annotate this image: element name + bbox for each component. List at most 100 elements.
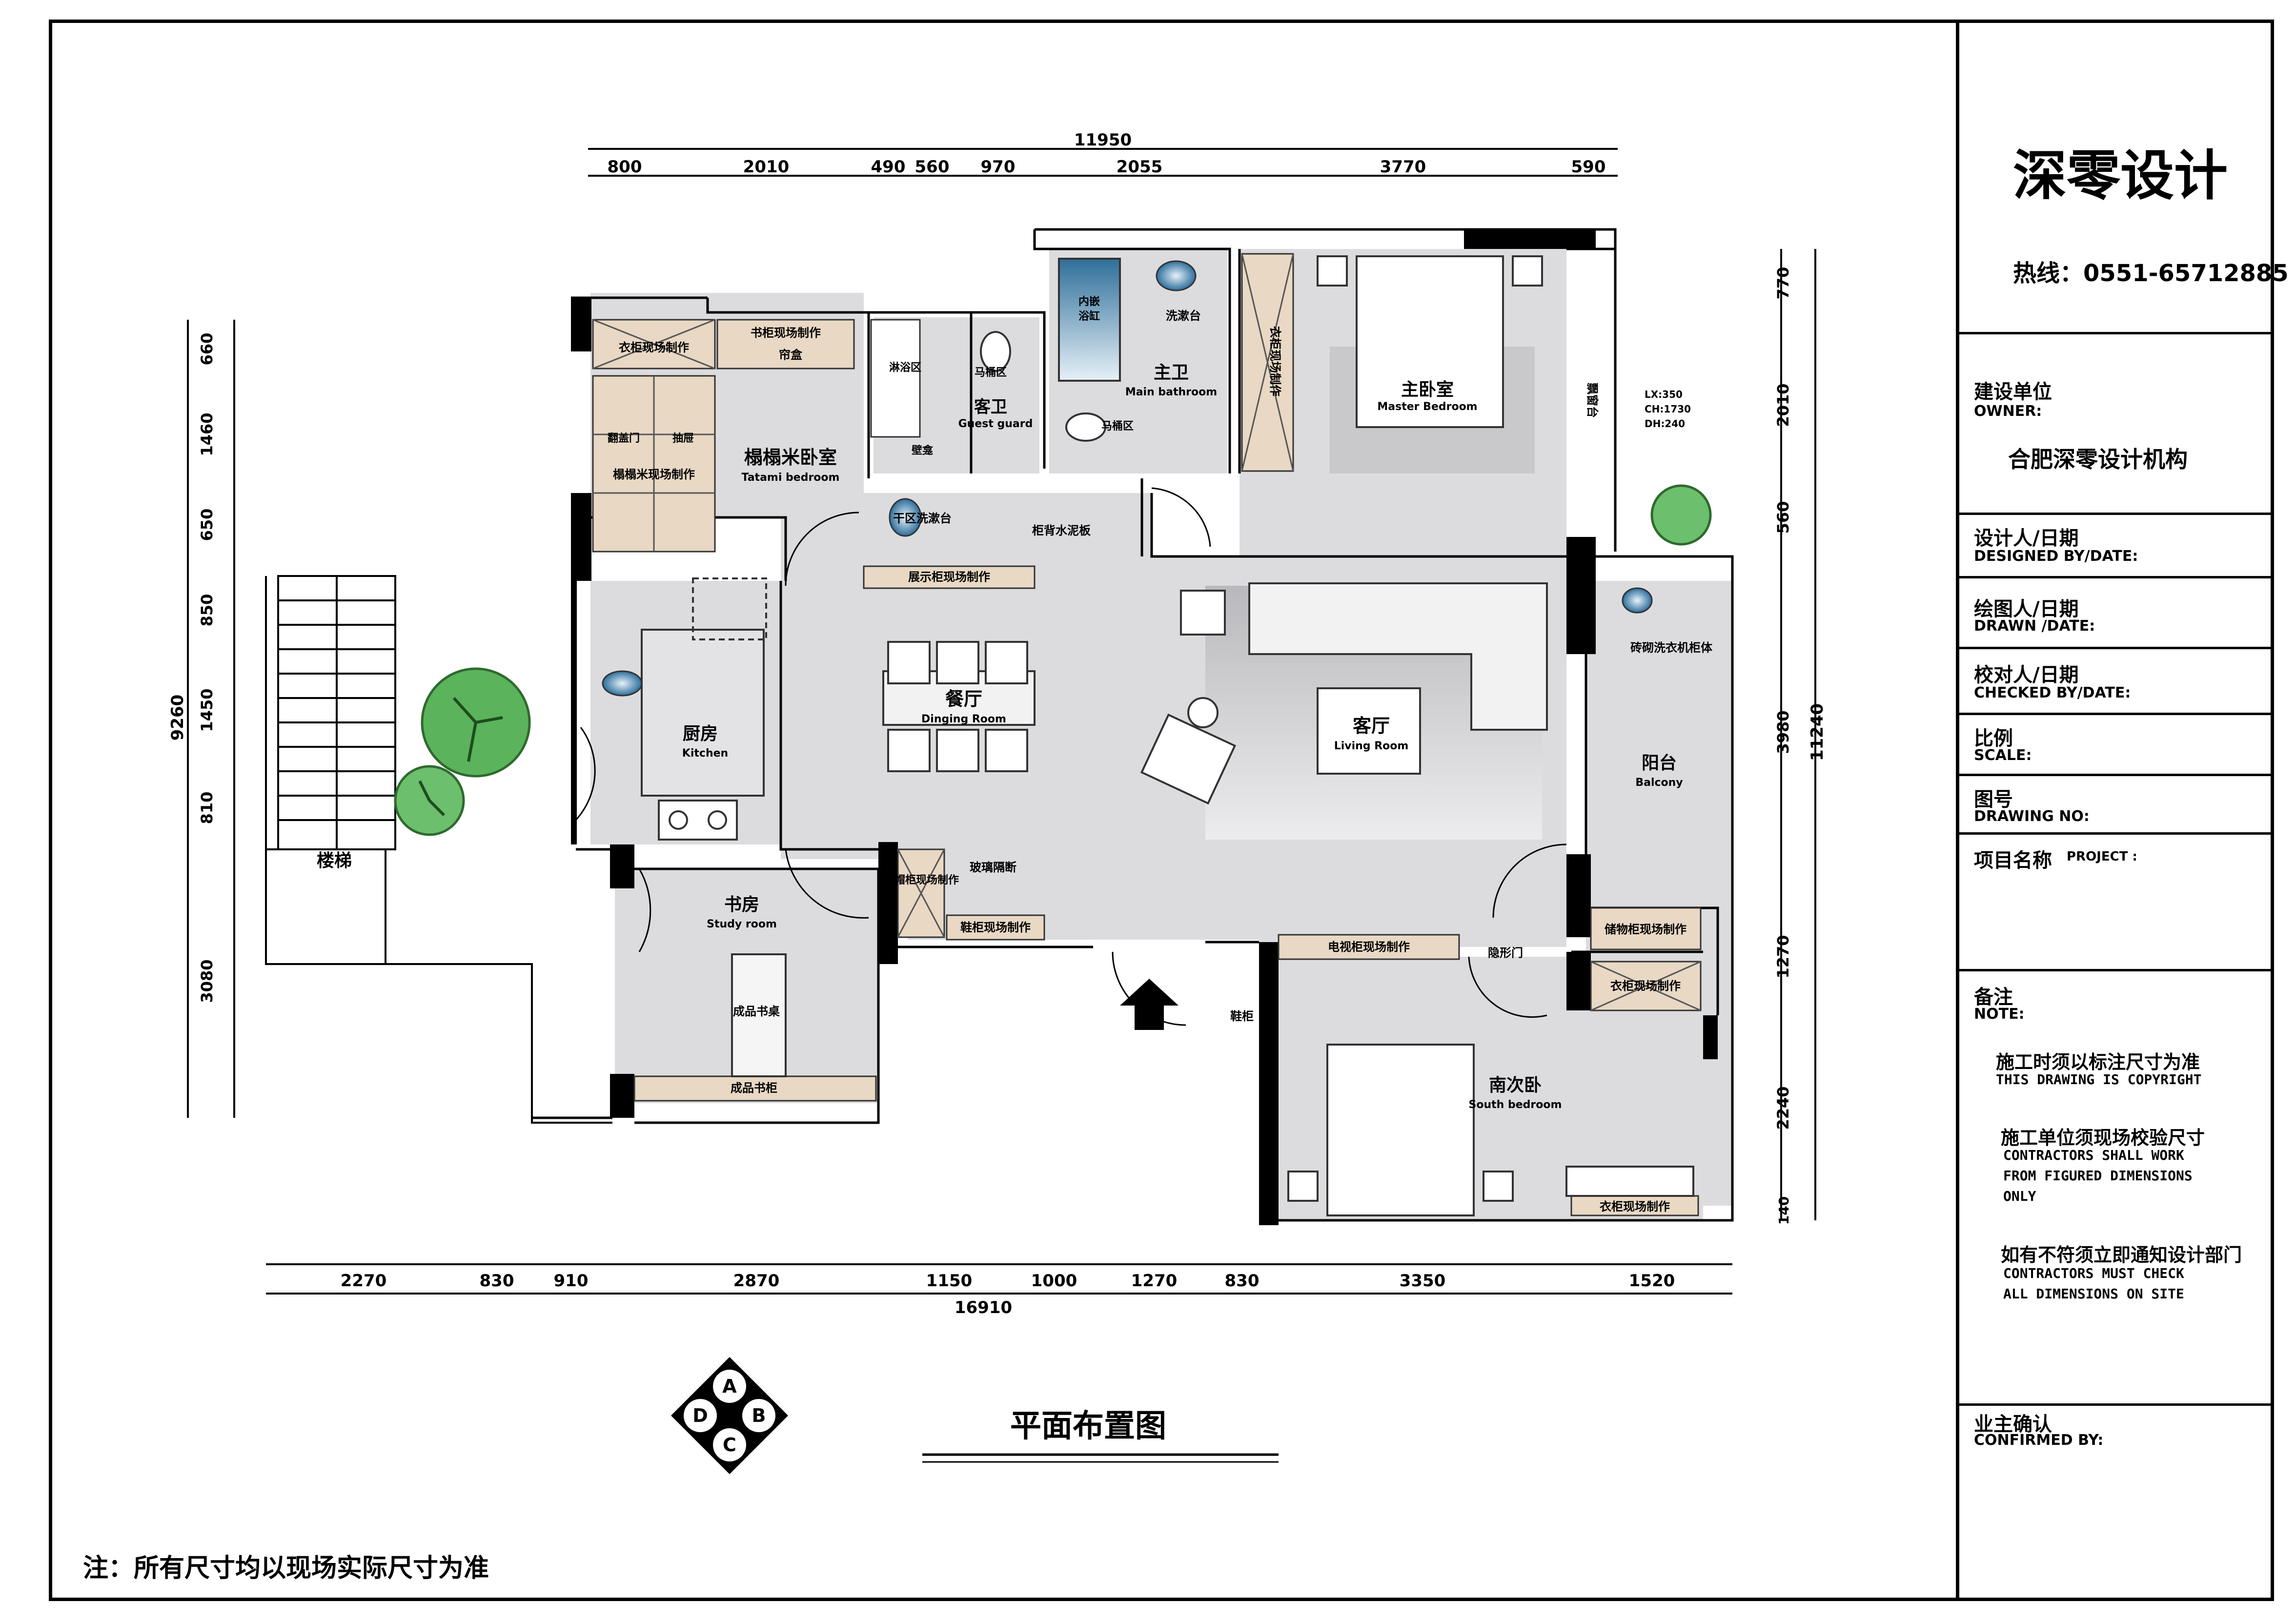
plant-decoration — [394, 484, 1712, 836]
dim-top: 560 — [915, 157, 950, 177]
sheet-border — [49, 20, 2274, 1601]
dim-bottom: 1150 — [926, 1271, 973, 1291]
dim-right: 1270 — [1774, 935, 1792, 978]
label-tatami-door: 翻盖门 — [608, 432, 640, 445]
dim-top: 2010 — [743, 157, 790, 177]
tb-line — [1959, 647, 2274, 649]
dim-right: 3980 — [1774, 710, 1792, 754]
label-lx: LX:350 — [1645, 389, 1683, 400]
label-wardrobe-south: 衣柜现场制作 — [1600, 1200, 1670, 1213]
staircase — [265, 575, 612, 1124]
tb-line — [1959, 969, 2274, 971]
room-master-en: Master Bedroom — [1377, 401, 1477, 413]
room-dining-en: Dinging Room — [921, 713, 1006, 725]
label-niche: 壁龛 — [912, 444, 934, 457]
walls — [571, 229, 1718, 1225]
note3-en2: ALL DIMENSIONS ON SITE — [2003, 1286, 2184, 1302]
label-bathtub-2: 浴缸 — [1078, 310, 1100, 323]
label-tatami-make: 榻榻米现场制作 — [613, 468, 695, 481]
dim-bottom: 1270 — [1131, 1271, 1178, 1291]
label-basin-main: 洗漱台 — [1166, 309, 1201, 323]
tb-line — [1959, 774, 2274, 776]
room-study: 书房 — [724, 895, 759, 915]
title-block: 深零设计 热线：0551-65712885 建设单位 OWNER: 合肥深零设计… — [1956, 20, 2289, 1601]
title-block-owner: 建设单位 OWNER: 合肥深零设计机构 — [1959, 332, 2274, 515]
project-label: 项目名称 — [1974, 849, 2052, 872]
room-stairs: 楼梯 — [317, 851, 352, 871]
scale-label-en: SCALE: — [1974, 747, 2032, 764]
checker-label-en: CHECKED BY/DATE: — [1974, 684, 2131, 701]
label-toilet-main: 马桶区 — [1101, 420, 1134, 432]
dim-left: 850 — [198, 594, 216, 627]
tb-line — [1959, 576, 2274, 578]
dim-bottom: 910 — [554, 1271, 589, 1291]
room-guest-bath-en: Guest guard — [958, 418, 1033, 430]
owner-label: 建设单位 — [1974, 381, 2052, 403]
note2-en1: CONTRACTORS SHALL WORK — [2003, 1147, 2184, 1163]
dimension-lines — [187, 148, 1816, 1295]
owner-label-en: OWNER: — [1974, 403, 2042, 420]
room-kitchen-en: Kitchen — [682, 747, 728, 760]
tb-line — [1959, 832, 2274, 835]
footnote: 注：所有尺寸均以现场实际尺寸为准 — [83, 1554, 489, 1583]
confirm-label-en: CONFIRMED BY: — [1974, 1432, 2104, 1449]
dim-right-total: 11240 — [1808, 703, 1827, 761]
dim-left: 3080 — [198, 959, 216, 1003]
label-tv-cab: 电视柜现场制作 — [1328, 940, 1410, 954]
drawer-label: 绘图人/日期 — [1974, 598, 2079, 620]
room-south: 南次卧 — [1489, 1075, 1542, 1095]
title-block-company: 深零设计 热线：0551-65712885 — [1959, 20, 2289, 334]
label-laundry: 砖砌洗衣机柜体 — [1630, 641, 1713, 655]
label-storage-cab: 储物柜现场制作 — [1605, 923, 1686, 936]
label-wardrobe-tatami: 衣柜现场制作 — [619, 341, 689, 354]
entrance-arrow — [1120, 979, 1178, 1030]
label-bay-window: 飘窗台 — [1585, 383, 1599, 418]
label-bookcase-tatami: 书柜现场制作 — [751, 326, 821, 340]
label-shower: 淋浴区 — [889, 361, 921, 374]
tatami-grid — [592, 253, 1701, 1011]
room-balcony: 阳台 — [1642, 753, 1677, 773]
drawing-no-label: 图号 — [1974, 788, 2013, 811]
label-glass: 玻璃隔断 — [970, 861, 1016, 874]
dim-left: 810 — [198, 792, 216, 824]
label-wardrobe-master: 衣柜现场制作 — [1268, 326, 1282, 396]
room-tatami-en: Tatami bedroom — [742, 472, 840, 484]
note1-en: THIS DRAWING IS COPYRIGHT — [1996, 1071, 2202, 1088]
dim-bottom: 2870 — [733, 1271, 780, 1291]
dining-set — [882, 641, 1036, 772]
compass-marker — [671, 1357, 788, 1474]
drawing-no-label-en: DRAWING NO: — [1974, 808, 2090, 825]
dim-right: 770 — [1774, 267, 1792, 300]
designer-label: 设计人/日期 — [1974, 527, 2079, 550]
label-display-cab: 展示柜现场制作 — [908, 570, 990, 584]
room-living: 客厅 — [1353, 715, 1390, 737]
dim-top-total: 11950 — [1074, 130, 1132, 150]
drawer-label-en: DRAWN /DATE: — [1974, 617, 2095, 635]
room-guest-bath: 客卫 — [974, 397, 1007, 417]
dim-right: 2010 — [1774, 383, 1792, 427]
label-ch: CH:1730 — [1645, 403, 1691, 415]
scale-label: 比例 — [1974, 727, 2013, 750]
label-bookshelf: 成品书柜 — [731, 1081, 777, 1095]
note2-en2: FROM FIGURED DIMENSIONS — [2003, 1168, 2193, 1184]
dim-left: 660 — [198, 333, 216, 366]
dim-bottom: 2270 — [341, 1271, 387, 1291]
room-main-bath-en: Main bathroom — [1125, 386, 1217, 398]
confirm-label: 业主确认 — [1974, 1413, 2052, 1436]
label-desk: 成品书桌 — [733, 1005, 780, 1018]
room-main-bath: 主卫 — [1154, 363, 1189, 383]
label-hidden-door: 隐形门 — [1488, 946, 1523, 960]
dim-top: 490 — [871, 157, 906, 177]
room-master: 主卧室 — [1401, 380, 1454, 400]
doors — [575, 487, 1567, 1026]
compass-c: C — [723, 1434, 736, 1456]
dim-right: 2240 — [1774, 1086, 1792, 1130]
label-drawer: 抽屉 — [672, 432, 694, 445]
designer-label-en: DESIGNED BY/DATE: — [1974, 548, 2138, 565]
dim-bottom: 830 — [480, 1271, 514, 1291]
company-hotline: 热线：0551-65712885 — [2013, 260, 2289, 287]
tb-line — [1959, 513, 2274, 515]
label-shoe-stool: 鞋柜 — [1230, 1009, 1254, 1023]
bathroom-fixtures — [602, 258, 1653, 697]
